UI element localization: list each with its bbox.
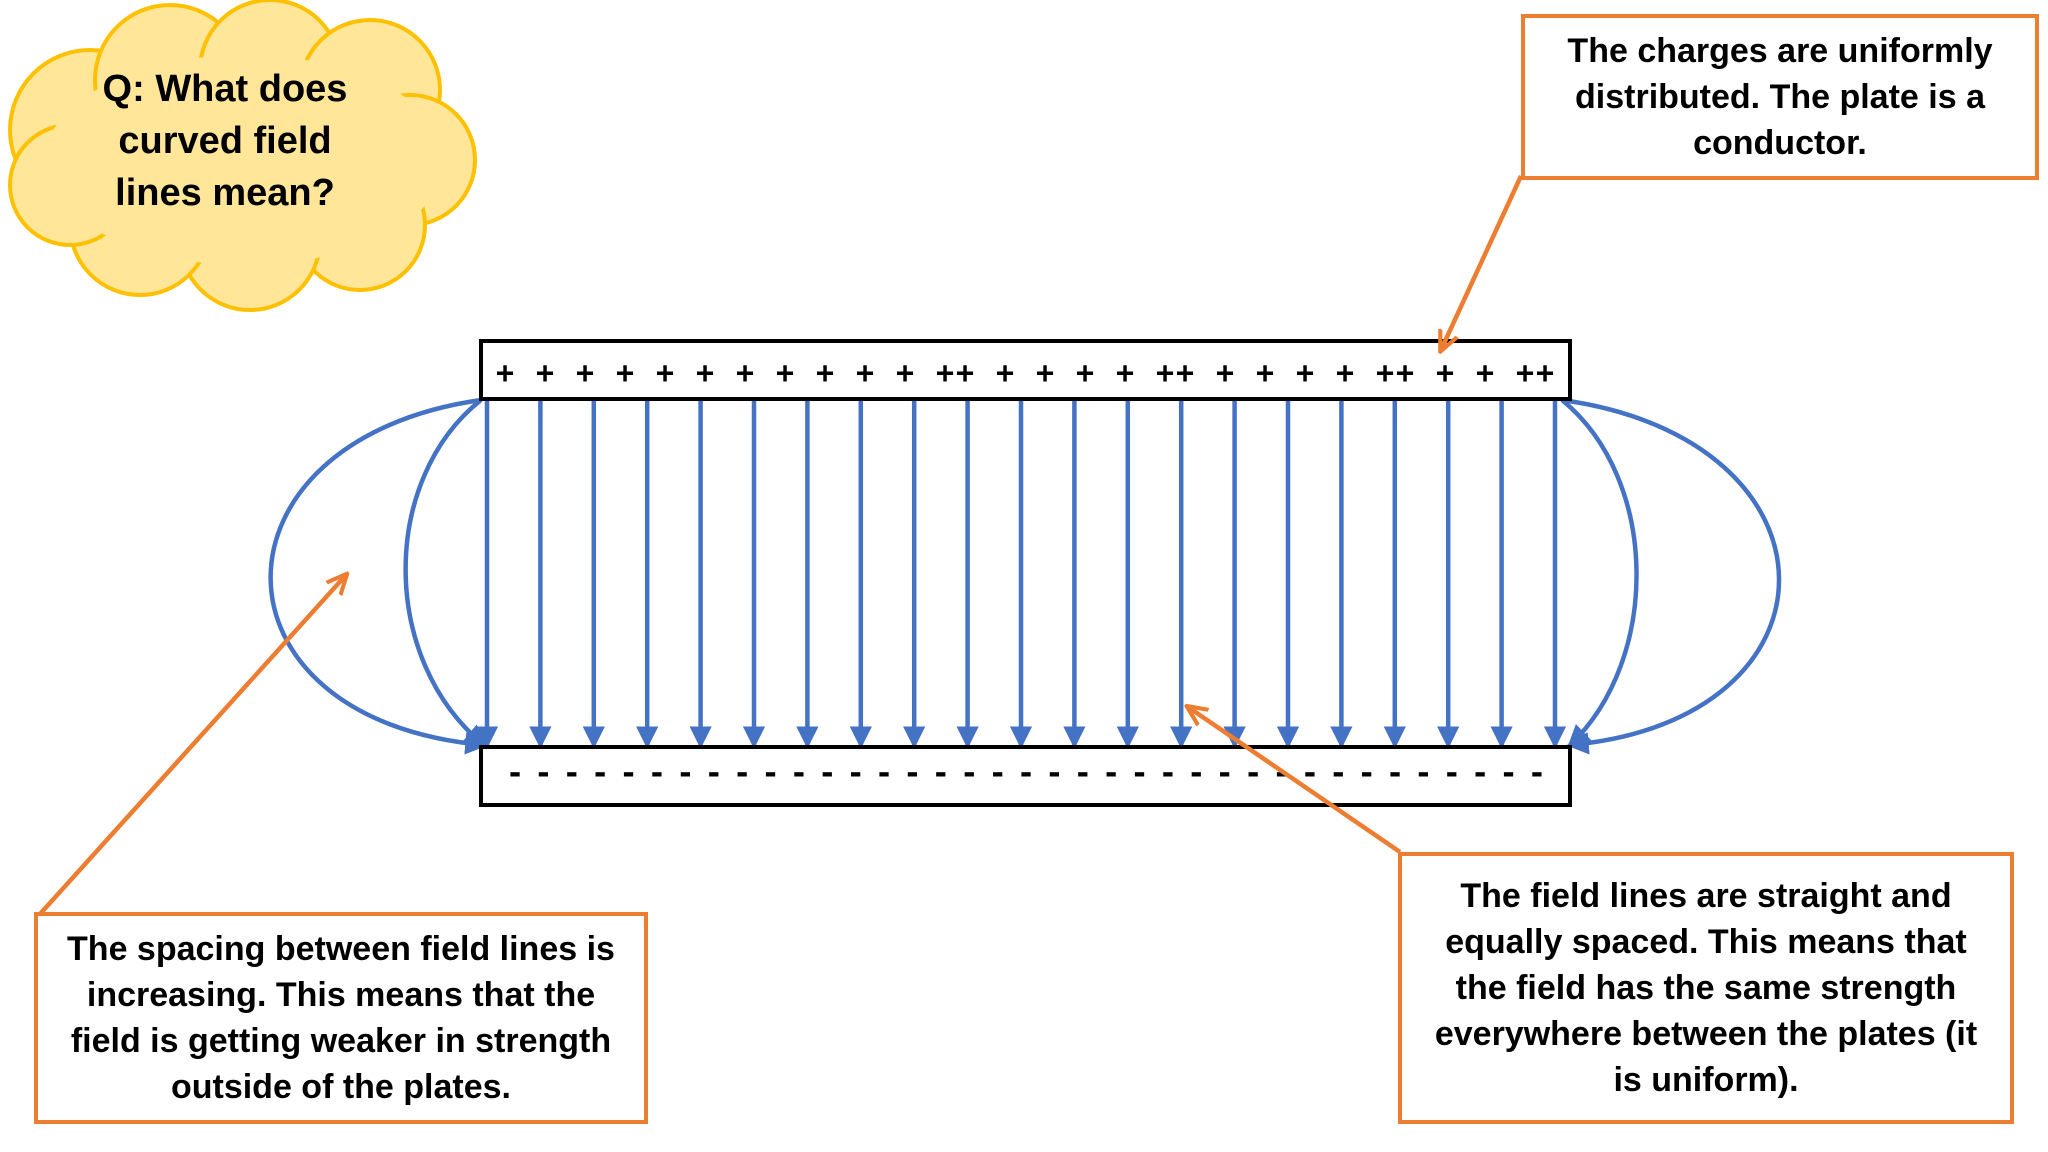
curved-field-line-right-inner [1560, 398, 1639, 748]
curved-field-line-left-inner [403, 398, 487, 748]
pointer-left-callout [38, 575, 346, 916]
negative-charges: - - - - - - - - - - - - - - - - - - - - … [506, 756, 1546, 791]
pointer-top-callout [1441, 175, 1524, 350]
conductor-callout: The charges are uniformly distributed. T… [1521, 14, 2039, 180]
curved-field-line-right-outer [1561, 397, 1782, 755]
uniform-field-callout: The field lines are straight and equally… [1398, 852, 2014, 1124]
question-cloud [8, 0, 477, 312]
positive-charges: + + + + + + + + + + + ++ + + + + ++ + + … [496, 356, 1554, 391]
positive-plate: + + + + + + + + + + + ++ + + + + ++ + + … [479, 339, 1572, 401]
spacing-callout-text: The spacing between field lines is incre… [67, 930, 615, 1106]
curved-field-lines [268, 397, 1782, 755]
spacing-callout: The spacing between field lines is incre… [34, 912, 648, 1124]
conductor-callout-text: The charges are uniformly distributed. T… [1567, 32, 1993, 162]
callout-pointers [38, 175, 1524, 916]
negative-plate: - - - - - - - - - - - - - - - - - - - - … [479, 745, 1572, 807]
question-text: Q: What does curved field lines mean? [102, 68, 348, 214]
curved-field-line-left-outer [268, 397, 488, 755]
straight-field-lines [475, 401, 1567, 749]
uniform-field-callout-text: The field lines are straight and equally… [1434, 877, 1978, 1099]
pointer-right-callout [1188, 707, 1402, 854]
